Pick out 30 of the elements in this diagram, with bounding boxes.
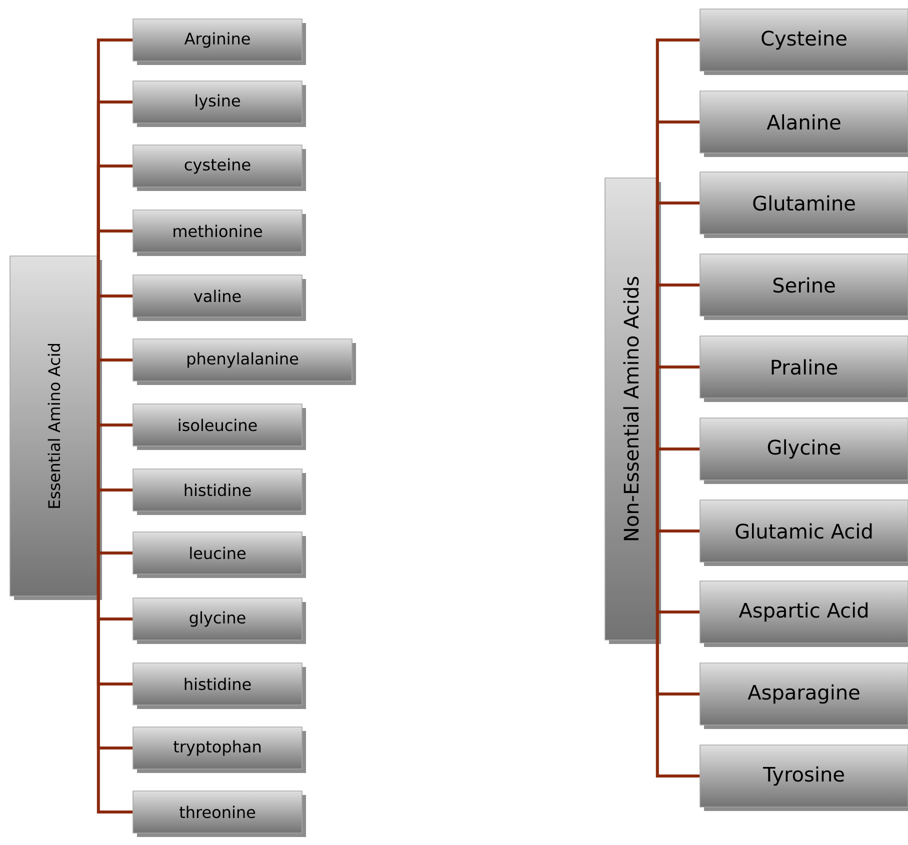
amino-acid-box: valine: [132, 274, 306, 321]
amino-acid-box: histidine: [132, 662, 306, 709]
amino-acid-box: phenylalanine: [132, 338, 356, 385]
category-box: Non-Essential Amino Acids: [604, 178, 661, 644]
amino-acid-box: leucine: [132, 532, 306, 578]
amino-acid-box: histidine: [132, 468, 306, 515]
category-box: Essential Amino Acid: [10, 256, 102, 600]
amino-acid-box: cysteine: [132, 144, 306, 191]
amino-acid-box: Cysteine: [700, 8, 908, 75]
amino-acid-box: methionine: [132, 210, 306, 256]
amino-acid-box: Praline: [700, 336, 908, 402]
amino-acid-box: Glycine: [700, 418, 908, 484]
amino-acid-box: Alanine: [700, 90, 908, 157]
connector-line: [96, 424, 133, 427]
amino-acid-box: Serine: [700, 254, 908, 320]
connector-line: [656, 366, 700, 409]
amino-acid-box: threonine: [132, 790, 306, 837]
connector-line: [96, 426, 133, 814]
connector-line: [96, 358, 133, 426]
amino-acid-box: tryptophan: [132, 726, 306, 773]
amino-acid-box: Tyrosine: [700, 744, 908, 811]
connector-line: [656, 409, 700, 778]
amino-acid-box: lysine: [132, 80, 306, 127]
amino-acid-box: glycine: [132, 598, 306, 644]
amino-acid-box: Asparagine: [700, 662, 908, 729]
amino-acid-box: Glutamic Acid: [700, 500, 908, 566]
amino-acid-box: Arginine: [132, 18, 306, 65]
amino-acid-box: Aspartic Acid: [700, 580, 908, 647]
amino-acid-box: isoleucine: [132, 404, 306, 450]
amino-acid-box: Glutamine: [700, 172, 908, 238]
